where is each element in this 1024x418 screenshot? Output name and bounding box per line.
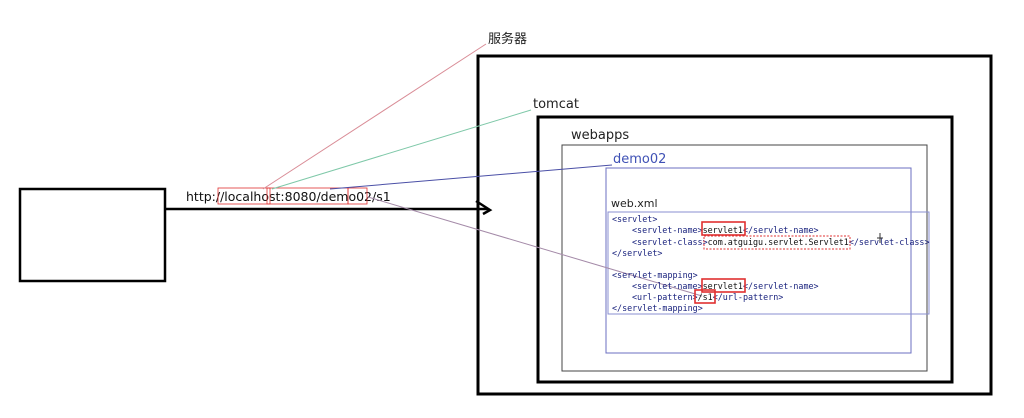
url-separator: / (372, 189, 377, 204)
url-pattern-highlight (694, 289, 716, 304)
server-label: 服务器 (488, 31, 527, 47)
path-connector (367, 196, 703, 297)
webapps-label: webapps (571, 128, 629, 143)
app-label: demo02 (613, 152, 666, 167)
xml-url-pattern-line: <url-pattern>/s1</url-pattern> (632, 292, 783, 302)
xml-url-pattern-value: /s1 (698, 292, 713, 302)
webapps-box (561, 144, 928, 372)
host-highlight (217, 187, 271, 205)
mapping-name-highlight (701, 278, 746, 293)
request-arrow-head (475, 199, 493, 216)
xml-servlet-name-line: <servlet-name>servlet1</servlet-name> (632, 225, 819, 235)
servlet-name-highlight (701, 221, 746, 236)
xml-mapping-close: </servlet-mapping> (612, 303, 703, 313)
url-port-app: :8080/demo02 (280, 189, 372, 204)
url-host: localhost (224, 189, 280, 204)
xml-servlet-class-value: com.atguigu.servlet.Servlet1 (708, 237, 849, 247)
client-box (18, 187, 167, 283)
url-prefix: http:// (186, 189, 225, 204)
text-cursor-icon (877, 233, 883, 243)
xml-servlet-open: <servlet> (612, 214, 657, 224)
path-highlight (347, 187, 368, 205)
tomcat-box (536, 115, 954, 384)
xml-mapping-name-line: <servlet-name>servlet1</servlet-name> (632, 281, 819, 291)
webxml-label: web.xml (611, 197, 658, 210)
xml-mapping-name-value: servlet1 (703, 281, 743, 291)
xml-servlet-close: </servlet> (612, 248, 662, 258)
server-connector (262, 43, 487, 190)
xml-mapping-open: <servlet-mapping> (612, 270, 698, 280)
tomcat-label: tomcat (533, 97, 579, 112)
app-connector (329, 164, 613, 190)
xml-servlet-name-value: servlet1 (703, 225, 743, 235)
xml-servlet-class-line: <servlet-class>com.atguigu.servlet.Servl… (632, 237, 930, 247)
request-url: http://localhost:8080/demo02/s1 (186, 189, 391, 204)
app-box (605, 167, 912, 354)
webxml-code-box (607, 211, 930, 315)
server-box (476, 54, 993, 396)
servlet-class-highlight (703, 235, 851, 250)
tomcat-connector (271, 109, 532, 190)
